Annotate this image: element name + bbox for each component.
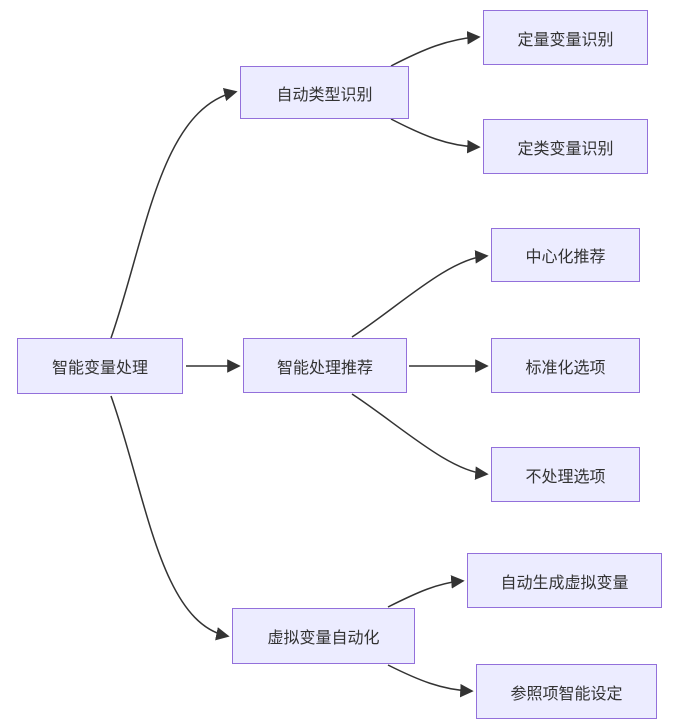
- node-label: 不处理选项: [525, 468, 606, 486]
- node-label: 智能变量处理: [51, 360, 148, 377]
- node-auto-type-recognition: 自动类型识别: [240, 66, 409, 119]
- node-intelligent-variable-processing: 智能变量处理: [17, 338, 183, 394]
- node-dummy-variable-automation: 虚拟变量自动化: [232, 608, 415, 664]
- node-label: 定量变量识别: [517, 31, 614, 49]
- edge-dummy-to-generate: [387, 575, 465, 608]
- node-smart-processing-recommendation: 智能处理推荐: [243, 338, 407, 393]
- node-label: 定类变量识别: [517, 140, 614, 158]
- node-auto-generate-dummy-variables: 自动生成虚拟变量: [467, 553, 662, 608]
- node-categorical-variable-recognition: 定类变量识别: [483, 119, 648, 174]
- edge-auto-type-to-quantitative: [390, 30, 481, 67]
- node-centering-recommendation: 中心化推荐: [491, 228, 640, 282]
- node-reference-item-smart-setting: 参照项智能设定: [476, 664, 657, 719]
- edge-dummy-to-reference: [387, 664, 474, 698]
- node-label: 智能处理推荐: [276, 359, 373, 377]
- edge-auto-type-to-categorical: [390, 118, 481, 154]
- node-label: 中心化推荐: [525, 249, 606, 266]
- node-label: 虚拟变量自动化: [267, 630, 380, 647]
- node-standardization-option: 标准化选项: [491, 338, 640, 393]
- node-label: 自动类型识别: [276, 86, 373, 104]
- edge-root-to-dummy-automation: [110, 395, 230, 641]
- edge-root-to-auto-type: [110, 87, 238, 339]
- node-no-processing-option: 不处理选项: [491, 447, 640, 502]
- node-quantitative-variable-recognition: 定量变量识别: [483, 10, 648, 65]
- edge-processing-to-centering: [351, 250, 489, 338]
- node-label: 标准化选项: [525, 359, 606, 377]
- edge-processing-to-no-process: [351, 393, 489, 480]
- node-label: 参照项智能设定: [510, 685, 623, 703]
- node-label: 自动生成虚拟变量: [500, 574, 629, 592]
